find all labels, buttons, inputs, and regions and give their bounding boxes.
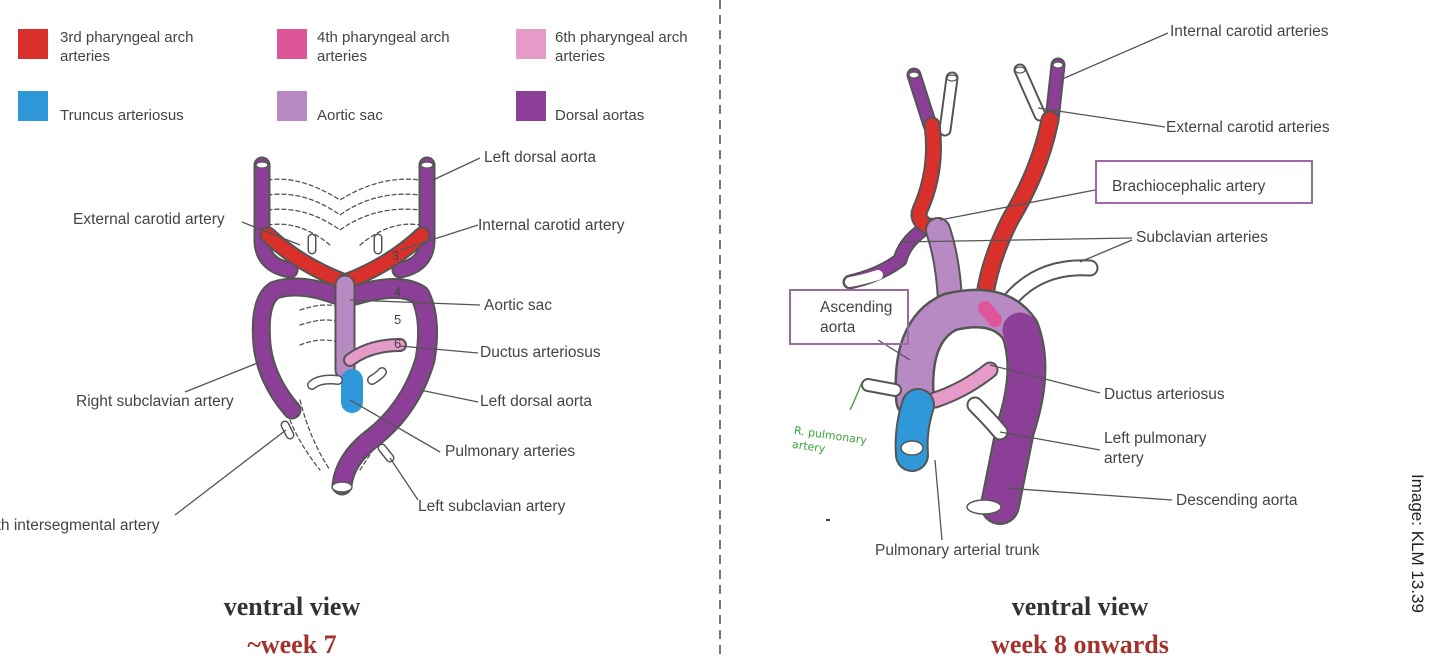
label-num3: 3 (392, 248, 400, 263)
legend-label-dorsal: Dorsal aortas (555, 107, 645, 124)
legend-swatch-arch3 (18, 29, 48, 59)
descending-aorta (982, 312, 1044, 523)
left-leader-lines (174, 157, 481, 516)
label-left-dorsal-aorta-bottom: Left dorsal aorta (480, 393, 593, 410)
label-descending-aorta: Descending aorta (1176, 492, 1298, 509)
legend-label-aortic-sac: Aortic sac (317, 107, 383, 124)
caption-right-title: ventral view (1011, 592, 1149, 621)
brachiocephalic-box (1095, 160, 1313, 204)
label-external-carotid-arteries: External carotid arteries (1166, 119, 1330, 136)
label-ductus-right: Ductus arteriosus (1104, 386, 1225, 403)
label-internal-carotid-arteries: Internal carotid arteries (1170, 23, 1329, 40)
label-pulmonary-trunk: Pulmonary arterial trunk (875, 542, 1040, 559)
label-aortic-sac: Aortic sac (484, 297, 553, 314)
label-num4: 4 (394, 284, 402, 299)
caption-left-title: ventral view (223, 592, 361, 621)
legend-label-arch4: 4th pharyngeal arch arteries (317, 29, 450, 65)
legend-label-truncus: Truncus arteriosus (60, 107, 184, 124)
label-brachiocephalic: Brachiocephalic artery (1112, 178, 1266, 195)
caption-left-sub: ~week 7 (247, 630, 337, 659)
ascending-aorta-box (789, 289, 909, 345)
legend-swatch-aortic-sac (277, 91, 307, 121)
legend-label-arch6: 6th pharyngeal arch arteries (555, 29, 688, 65)
label-left-dorsal-aorta-top: Left dorsal aorta (484, 149, 597, 166)
legend-label-arch3: 3rd pharyngeal arch arteries (60, 29, 194, 65)
label-ductus-left: Ductus arteriosus (480, 344, 601, 361)
label-external-carotid: External carotid artery (73, 211, 225, 228)
legend-swatch-arch6 (516, 29, 546, 59)
label-intersegmental: 7th intersegmental artery (0, 517, 160, 534)
label-right-subclavian: Right subclavian artery (76, 393, 234, 410)
descending-aorta-end (966, 499, 1002, 515)
caption-right-sub: week 8 onwards (991, 630, 1169, 659)
legend-swatch-arch4 (277, 29, 307, 59)
label-pulmonary-arteries: Pulmonary arteries (445, 443, 576, 460)
dorsal-aorta-end (331, 481, 353, 493)
legend-swatch-truncus (18, 91, 48, 121)
legend-swatch-dorsal (516, 91, 546, 121)
label-left-subclavian: Left subclavian artery (418, 498, 566, 515)
label-left-pulmonary: Left pulmonary artery (1104, 430, 1207, 467)
right-vessel-diagram (842, 57, 1099, 525)
image-credit: Image: KLM 13.39 (1408, 474, 1427, 613)
label-subclavian-arteries: Subclavian arteries (1136, 229, 1268, 246)
right-leader-lines (826, 32, 1173, 541)
label-ascending-aorta: Ascending aorta (820, 299, 893, 336)
label-internal-carotid: Internal carotid artery (478, 217, 625, 234)
left-vessel-diagram (251, 156, 439, 496)
label-num5: 5 (394, 312, 402, 327)
label-num6: 6 (394, 336, 402, 351)
